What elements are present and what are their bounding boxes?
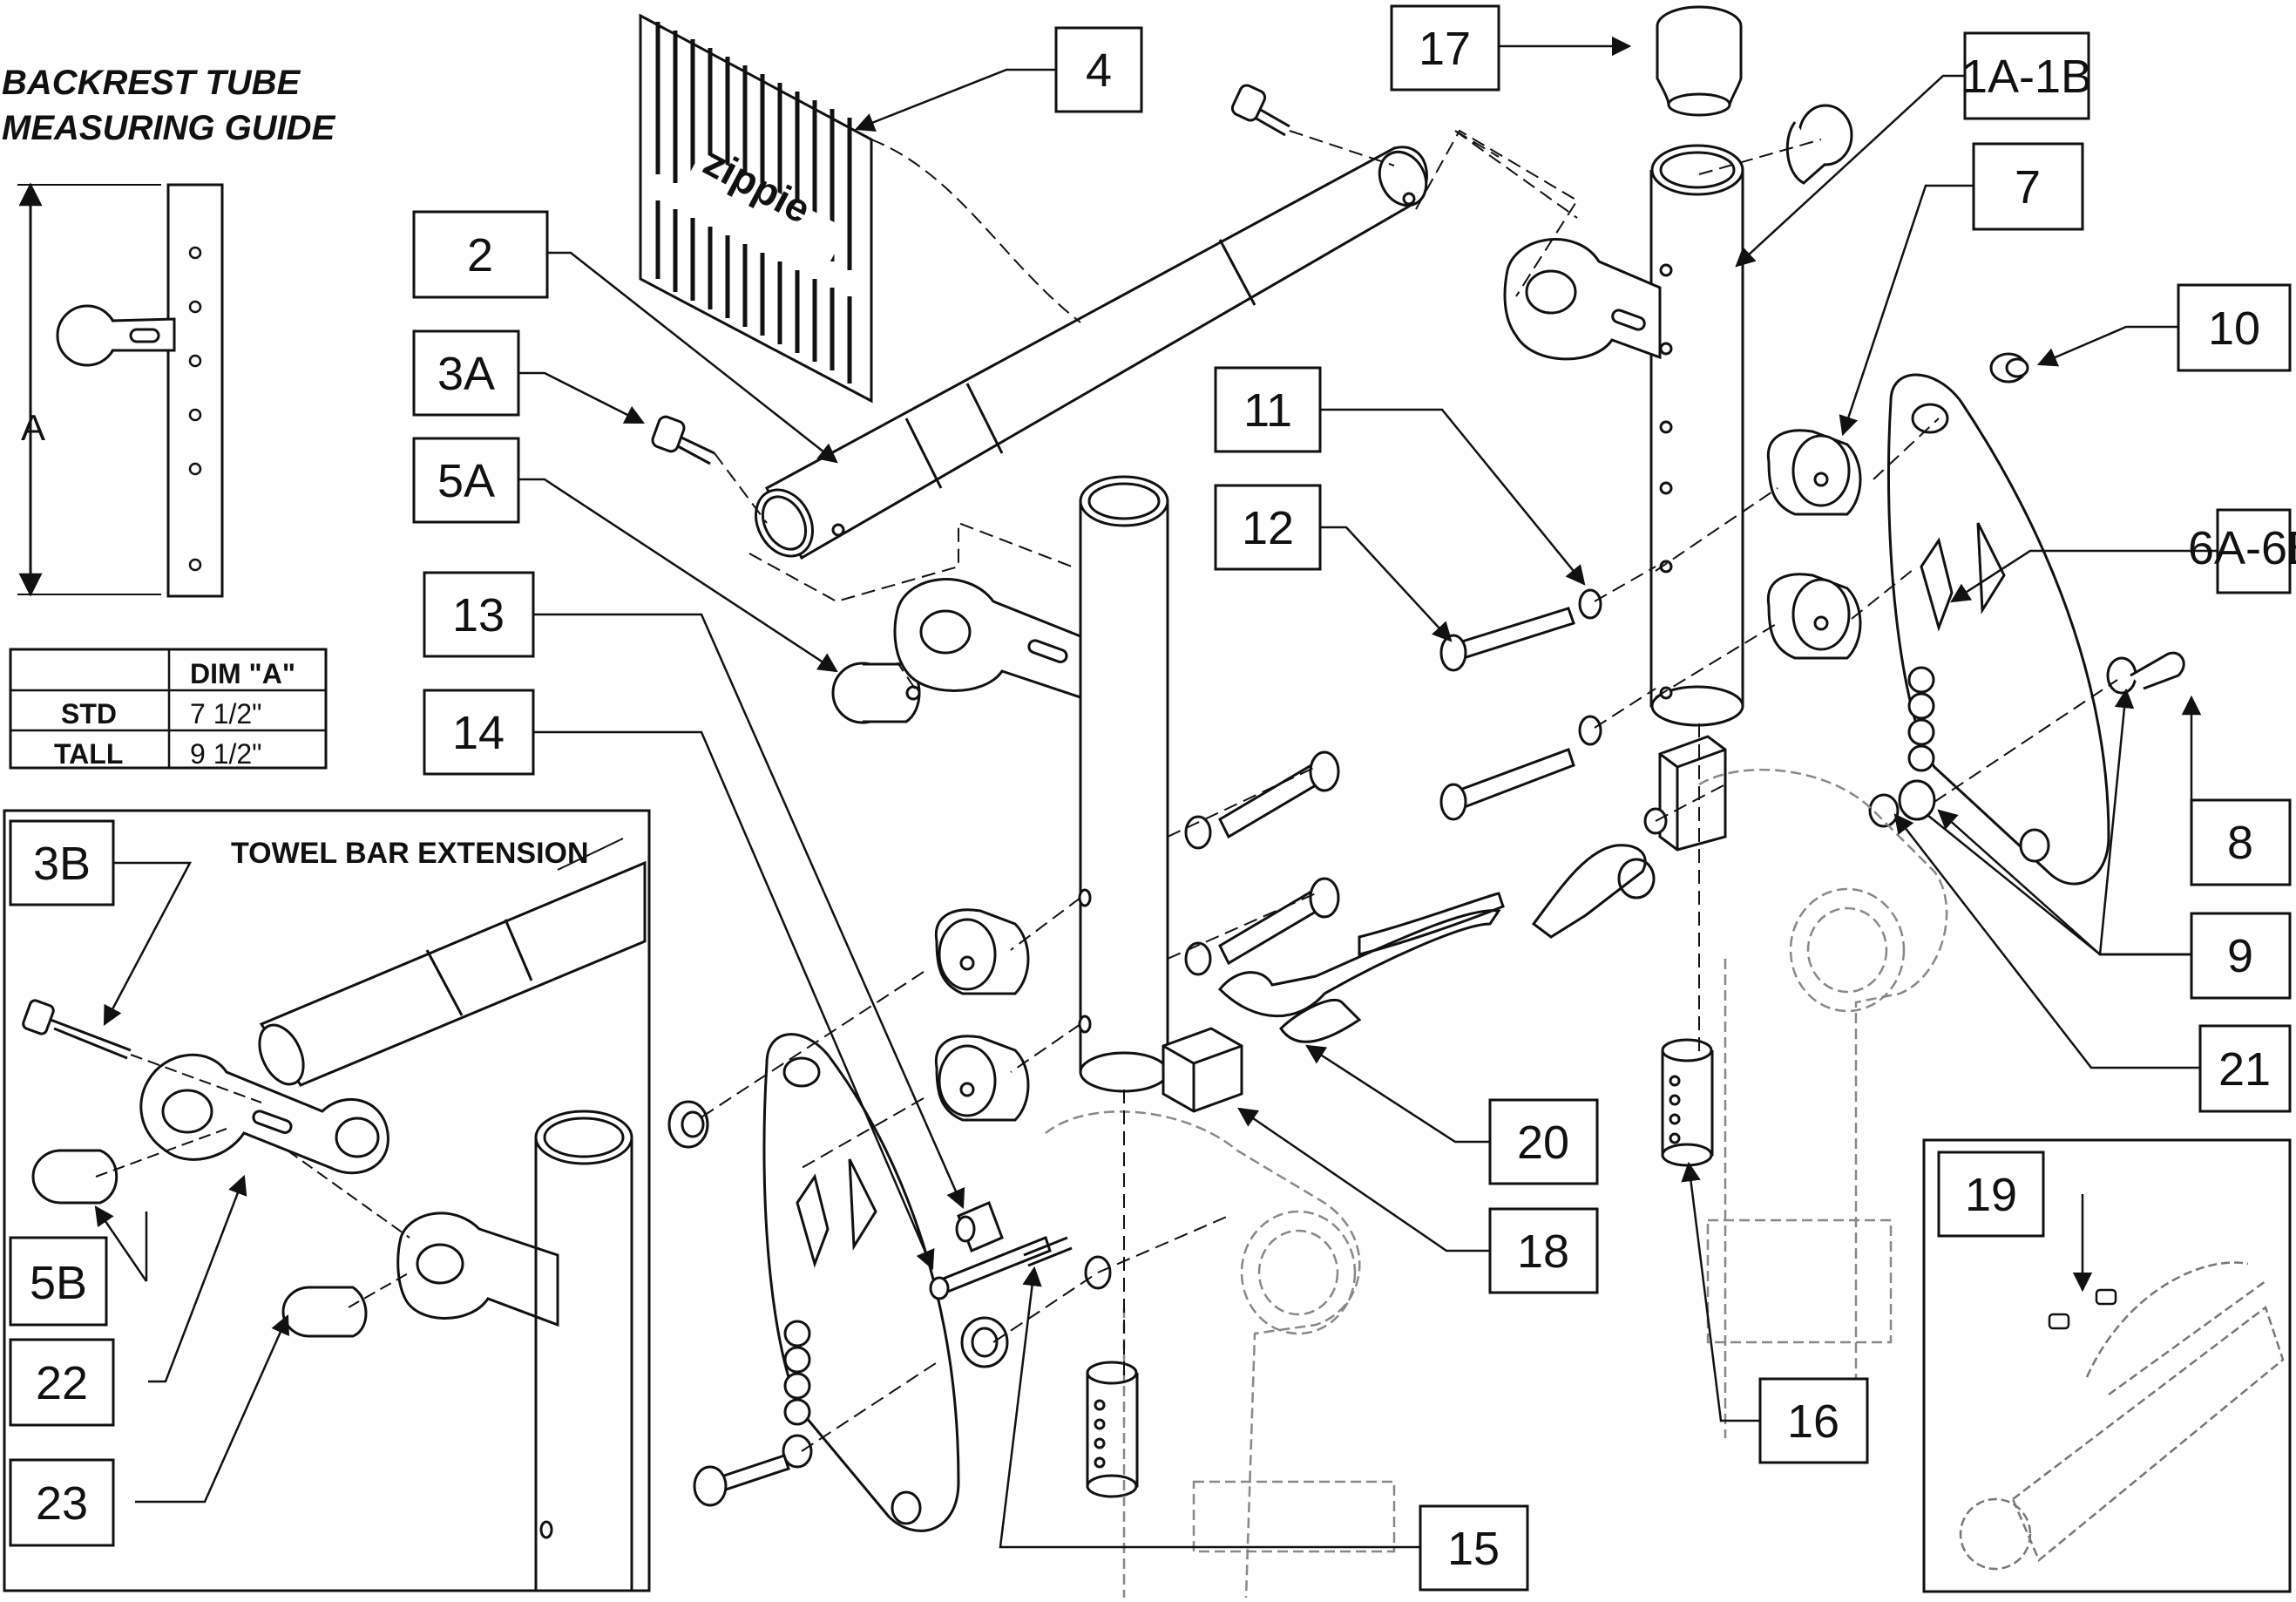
side-plate-left [762,1033,960,1532]
svg-text:8: 8 [2227,817,2253,869]
leader-lines [94,36,2218,1549]
svg-text:11: 11 [1243,384,1292,437]
callout-1a-1b: 1A-1B [1961,31,2092,120]
svg-text:13: 13 [452,589,505,641]
callout-17: 17 [1390,4,1500,92]
callout-boxes: 4 17 1A-1B 2 3A 5A 7 10 11 12 6A-6B 13 1… [9,4,2296,1592]
spacers-7 [1766,429,1862,660]
tube-cap-17 [1656,5,1743,117]
end-cap-5a [831,662,921,724]
callout-15: 15 [1419,1504,1529,1592]
towel-bar-2 [755,146,1428,560]
svg-text:7: 7 [2015,161,2041,214]
insert-19-parts [2048,1288,2117,1330]
callout-19: 19 [1937,1151,2045,1238]
callout-14: 14 [423,689,535,776]
bolts-and-washers [693,588,2185,1507]
svg-text:12: 12 [1242,502,1294,554]
measuring-guide: BACKREST TUBE MEASURING GUIDE A [2,64,336,598]
svg-text:23: 23 [36,1477,88,1530]
callout-7: 7 [1972,142,2084,231]
svg-text:19: 19 [1965,1169,2017,1221]
guide-title-line1: BACKREST TUBE [2,64,301,102]
side-plate-6a-6b [1886,373,2110,886]
callout-8: 8 [2190,798,2292,886]
svg-text:3B: 3B [33,838,91,890]
block-18 [1162,735,1727,1113]
svg-text:20: 20 [1517,1117,1569,1169]
table-row-std-value: 7 1/2" [190,698,262,730]
svg-text:6A-6B: 6A-6B [2188,522,2296,574]
dimension-label: A [21,407,45,448]
table-row-tall-label: TALL [54,738,123,770]
extension-dash-lines [95,1054,410,1308]
caster-housing-background [1045,768,1948,1599]
svg-text:5B: 5B [30,1257,87,1309]
guide-title-line2: MEASURING GUIDE [2,109,336,147]
bushing-10 [667,352,2029,1149]
callout-3b: 3B [9,819,115,906]
callout-5a: 5A [412,437,520,524]
clamp-left [893,578,1082,700]
callout-4: 4 [1054,26,1143,113]
screw-3a [651,415,715,465]
callout-16: 16 [1758,1377,1869,1464]
svg-text:9: 9 [2227,930,2253,982]
svg-text:10: 10 [2208,302,2260,355]
svg-text:3A: 3A [437,348,495,400]
tube-holes [188,246,202,572]
callout-21: 21 [2198,1024,2292,1113]
svg-text:5A: 5A [437,455,495,507]
callout-13: 13 [423,571,535,658]
callout-10: 10 [2177,283,2292,372]
dimension-table: DIM "A" STD 7 1/2" TALL 9 1/2" [9,648,328,770]
table-row-tall-value: 9 1/2" [190,738,262,770]
svg-text:1A-1B: 1A-1B [1961,51,2092,103]
table-header-dim: DIM "A" [190,658,295,689]
clamp-side-view [56,304,176,367]
svg-text:15: 15 [1447,1523,1500,1575]
svg-text:17: 17 [1419,23,1471,75]
callout-9: 9 [2190,912,2292,1000]
alignment-lines [696,129,2118,1452]
sleeve-16 [1086,1038,1714,1498]
callout-18: 18 [1488,1207,1599,1294]
backrest-tube-left [1078,475,1169,1093]
callout-11: 11 [1214,366,1322,453]
main-assembly: zippie [639,5,2185,1599]
callout-2: 2 [412,210,549,299]
svg-text:16: 16 [1787,1395,1839,1448]
pin-13-spring-14 [929,1201,1073,1300]
callout-23: 23 [9,1458,115,1547]
svg-text:21: 21 [2218,1043,2271,1096]
callout-12: 12 [1214,484,1322,571]
table-row-std-label: STD [61,698,117,730]
clamp-right [1503,238,1662,361]
svg-text:18: 18 [1517,1225,1569,1278]
end-cap-right [1785,104,1853,185]
svg-text:2: 2 [467,229,493,282]
screw-top [1230,84,1290,137]
svg-text:4: 4 [1086,44,1112,97]
extension-title: TOWEL BAR EXTENSION [231,837,589,870]
callout-6a-6b: 6A-6B [2188,508,2296,594]
backrest-tube-right-1a-1b [1649,144,1744,727]
logo-plate-4: zippie [639,13,873,404]
callout-5b: 5B [9,1236,108,1327]
callout-22: 22 [9,1338,115,1427]
svg-text:14: 14 [452,707,505,759]
callout-20: 20 [1488,1098,1599,1185]
callout-3a: 3A [412,329,520,417]
svg-text:22: 22 [36,1357,88,1409]
strap-20 [1217,844,1656,1043]
spacers-left [934,908,1030,1122]
extension-parts [22,860,647,1591]
